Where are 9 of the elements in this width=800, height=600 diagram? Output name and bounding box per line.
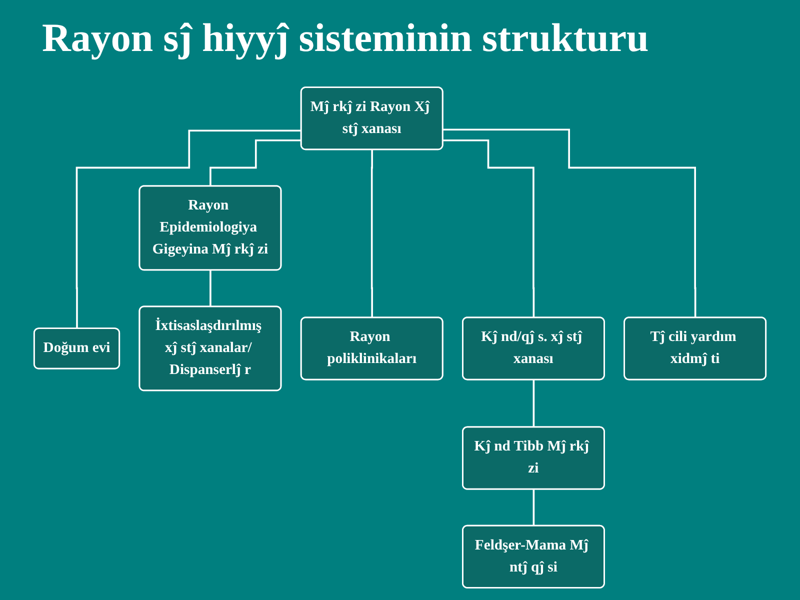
connector — [370, 148, 374, 319]
connector — [210, 269, 212, 308]
diagram-title: Rayon sĵ hiyyĵ sisteminin strukturu — [42, 14, 649, 62]
connector — [76, 130, 302, 330]
connector — [210, 139, 302, 188]
connector — [443, 139, 535, 319]
connector — [532, 488, 535, 527]
connector — [443, 128, 696, 319]
connector — [532, 379, 535, 428]
